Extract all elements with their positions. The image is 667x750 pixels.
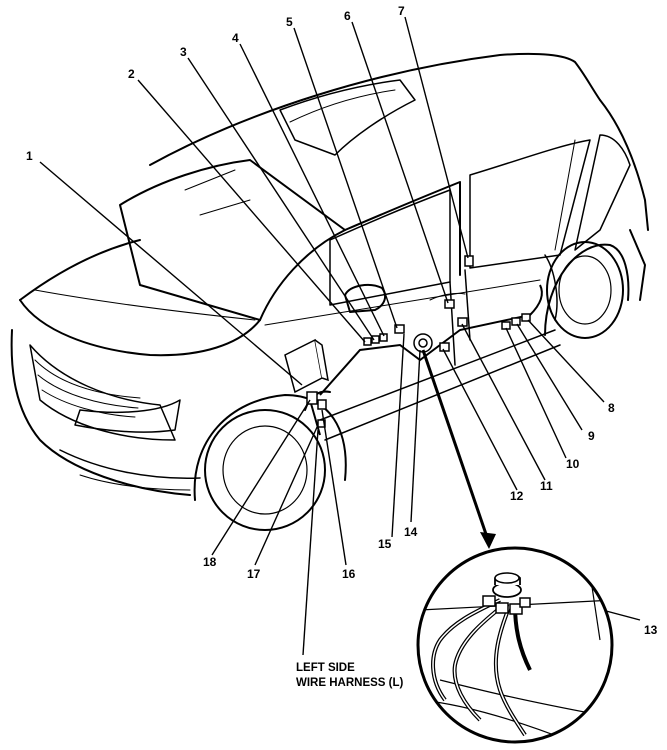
callout-1: 1 — [26, 149, 33, 163]
callout-4: 4 — [232, 31, 239, 45]
callout-15: 15 — [378, 537, 392, 551]
callout-14: 14 — [404, 525, 418, 539]
callout-7: 7 — [398, 4, 405, 18]
vehicle-illustration — [10, 52, 649, 531]
callout-17: 17 — [247, 567, 261, 581]
harness-caption-line2: WIRE HARNESS (L) — [296, 677, 404, 689]
callout-16: 16 — [342, 567, 356, 581]
callout-11: 11 — [540, 479, 553, 493]
harness-caption-line1: LEFT SIDE — [296, 662, 355, 674]
detail-view — [416, 546, 614, 744]
callout-2: 2 — [128, 67, 135, 81]
callout-13: 13 — [644, 623, 658, 637]
harness-caption: LEFT SIDE WIRE HARNESS (L) — [296, 662, 404, 689]
callout-12: 12 — [510, 489, 524, 503]
callout-labels: 1 2 3 4 5 6 7 8 9 10 11 12 13 14 15 16 1… — [26, 4, 658, 637]
callout-5: 5 — [286, 15, 293, 29]
callout-18: 18 — [203, 555, 217, 569]
callout-8: 8 — [608, 401, 615, 415]
callout-6: 6 — [344, 9, 351, 23]
leader-lines — [39, 16, 641, 656]
callout-9: 9 — [588, 429, 595, 443]
callout-3: 3 — [180, 45, 187, 59]
harness-components — [284, 255, 543, 436]
detail-pointer — [421, 349, 496, 549]
callout-10: 10 — [566, 457, 580, 471]
